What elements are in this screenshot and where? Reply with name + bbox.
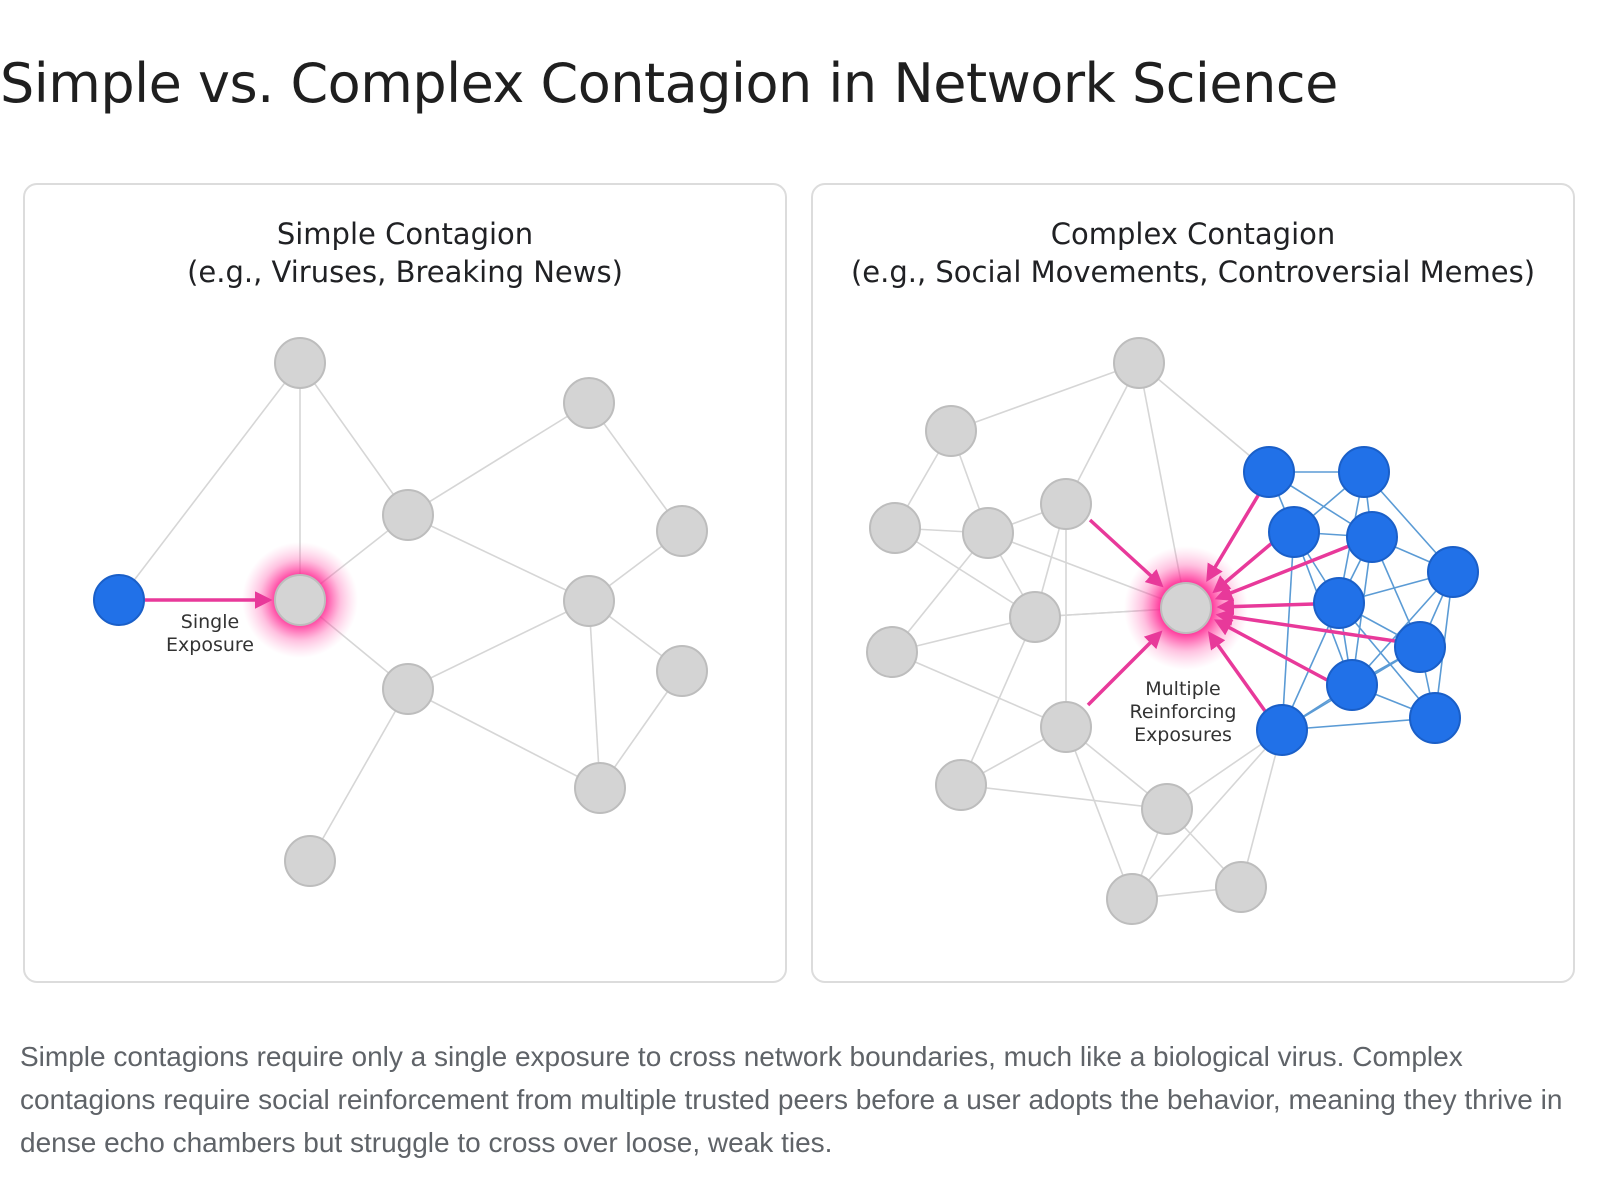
network-node — [962, 507, 1014, 559]
edge — [1065, 726, 1133, 900]
exposure-arrow — [1088, 518, 1164, 588]
network-node — [563, 575, 615, 627]
complex-heading-line2: (e.g., Social Movements, Controversial M… — [850, 255, 1536, 289]
network-node — [563, 377, 615, 429]
network-node — [869, 502, 921, 554]
edge — [407, 688, 601, 789]
exposure-arrow — [1086, 630, 1163, 707]
edge — [309, 688, 409, 862]
simple-nodes — [93, 337, 708, 887]
complex-gray-nodes — [866, 337, 1267, 925]
reinforcing-exposure-arrows — [1086, 493, 1396, 713]
edge — [1065, 362, 1140, 505]
edge — [299, 362, 409, 516]
adopted-node — [1268, 506, 1320, 558]
adopted-node — [1346, 511, 1398, 563]
network-node — [925, 405, 977, 457]
exposure-arrow — [1215, 608, 1396, 643]
simple-contagion-network: Single Exposure — [93, 337, 708, 887]
edge — [891, 651, 1067, 728]
complex-blue-nodes — [1243, 446, 1479, 756]
network-node — [656, 645, 708, 697]
complex-contagion-heading: Complex Contagion (e.g., Social Movement… — [813, 215, 1573, 291]
reinforcing-exposures-label-line3: Exposures — [1134, 724, 1232, 746]
simple-edges — [118, 362, 683, 862]
network-node — [284, 835, 336, 887]
edge — [1138, 362, 1270, 473]
page-title: Simple vs. Complex Contagion in Network … — [0, 52, 1338, 115]
exposure-arrow — [1214, 544, 1350, 601]
edge — [1240, 729, 1283, 888]
edge — [960, 616, 1036, 786]
edge — [407, 600, 590, 690]
complex-contagion-panel: Multiple Reinforcing Exposures Complex C… — [811, 183, 1575, 983]
adopted-node — [1394, 621, 1446, 673]
edge — [894, 527, 1036, 618]
simple-heading-line2: (e.g., Viruses, Breaking News) — [187, 255, 623, 289]
exposed-node — [274, 574, 326, 626]
network-node — [866, 626, 918, 678]
exposure-arrow — [1213, 619, 1328, 682]
edge — [1131, 729, 1283, 900]
network-node — [1009, 591, 1061, 643]
edge — [588, 402, 683, 532]
network-node — [382, 489, 434, 541]
adopted-node — [1427, 546, 1479, 598]
adopted-node — [1409, 692, 1461, 744]
explanation-caption: Simple contagions require only a single … — [20, 1041, 1563, 1158]
network-node — [656, 505, 708, 557]
simple-heading-line1: Simple Contagion — [276, 217, 534, 251]
network-node — [1141, 783, 1193, 835]
simple-contagion-panel: Single Exposure Simple Contagion (e.g., … — [23, 183, 787, 983]
exposure-arrow — [1216, 597, 1315, 616]
edge — [950, 362, 1140, 432]
edge — [407, 514, 590, 602]
network-node — [1106, 873, 1158, 925]
network-node — [574, 762, 626, 814]
network-node — [382, 663, 434, 715]
adopted-node — [93, 574, 145, 626]
single-exposure-label-line1: Single — [181, 611, 239, 633]
exposure-arrow — [1206, 493, 1261, 583]
adopted-node — [1256, 704, 1308, 756]
edge — [960, 784, 1168, 810]
exposed-node — [1160, 582, 1212, 634]
simple-contagion-heading: Simple Contagion (e.g., Viruses, Breakin… — [25, 215, 785, 291]
adopted-node — [1243, 446, 1295, 498]
network-node — [1040, 478, 1092, 530]
complex-contagion-network: Multiple Reinforcing Exposures — [866, 337, 1479, 925]
exposure-arrow — [1207, 631, 1267, 713]
network-node — [935, 759, 987, 811]
adopted-node — [1313, 577, 1365, 629]
adopted-node — [1338, 446, 1390, 498]
network-node — [1040, 701, 1092, 753]
network-node — [1215, 861, 1267, 913]
network-node — [274, 337, 326, 389]
reinforcing-exposures-label-line2: Reinforcing — [1130, 701, 1237, 723]
complex-heading-line1: Complex Contagion — [1050, 217, 1336, 251]
reinforcing-exposures-label-line1: Multiple — [1145, 678, 1220, 700]
edge — [588, 600, 601, 789]
network-node — [1113, 337, 1165, 389]
adopted-node — [1326, 659, 1378, 711]
edge — [118, 362, 301, 601]
edge — [407, 402, 590, 516]
exposure-arrow — [1212, 541, 1274, 594]
edge — [1281, 531, 1295, 731]
single-exposure-label-line2: Exposure — [166, 634, 254, 656]
